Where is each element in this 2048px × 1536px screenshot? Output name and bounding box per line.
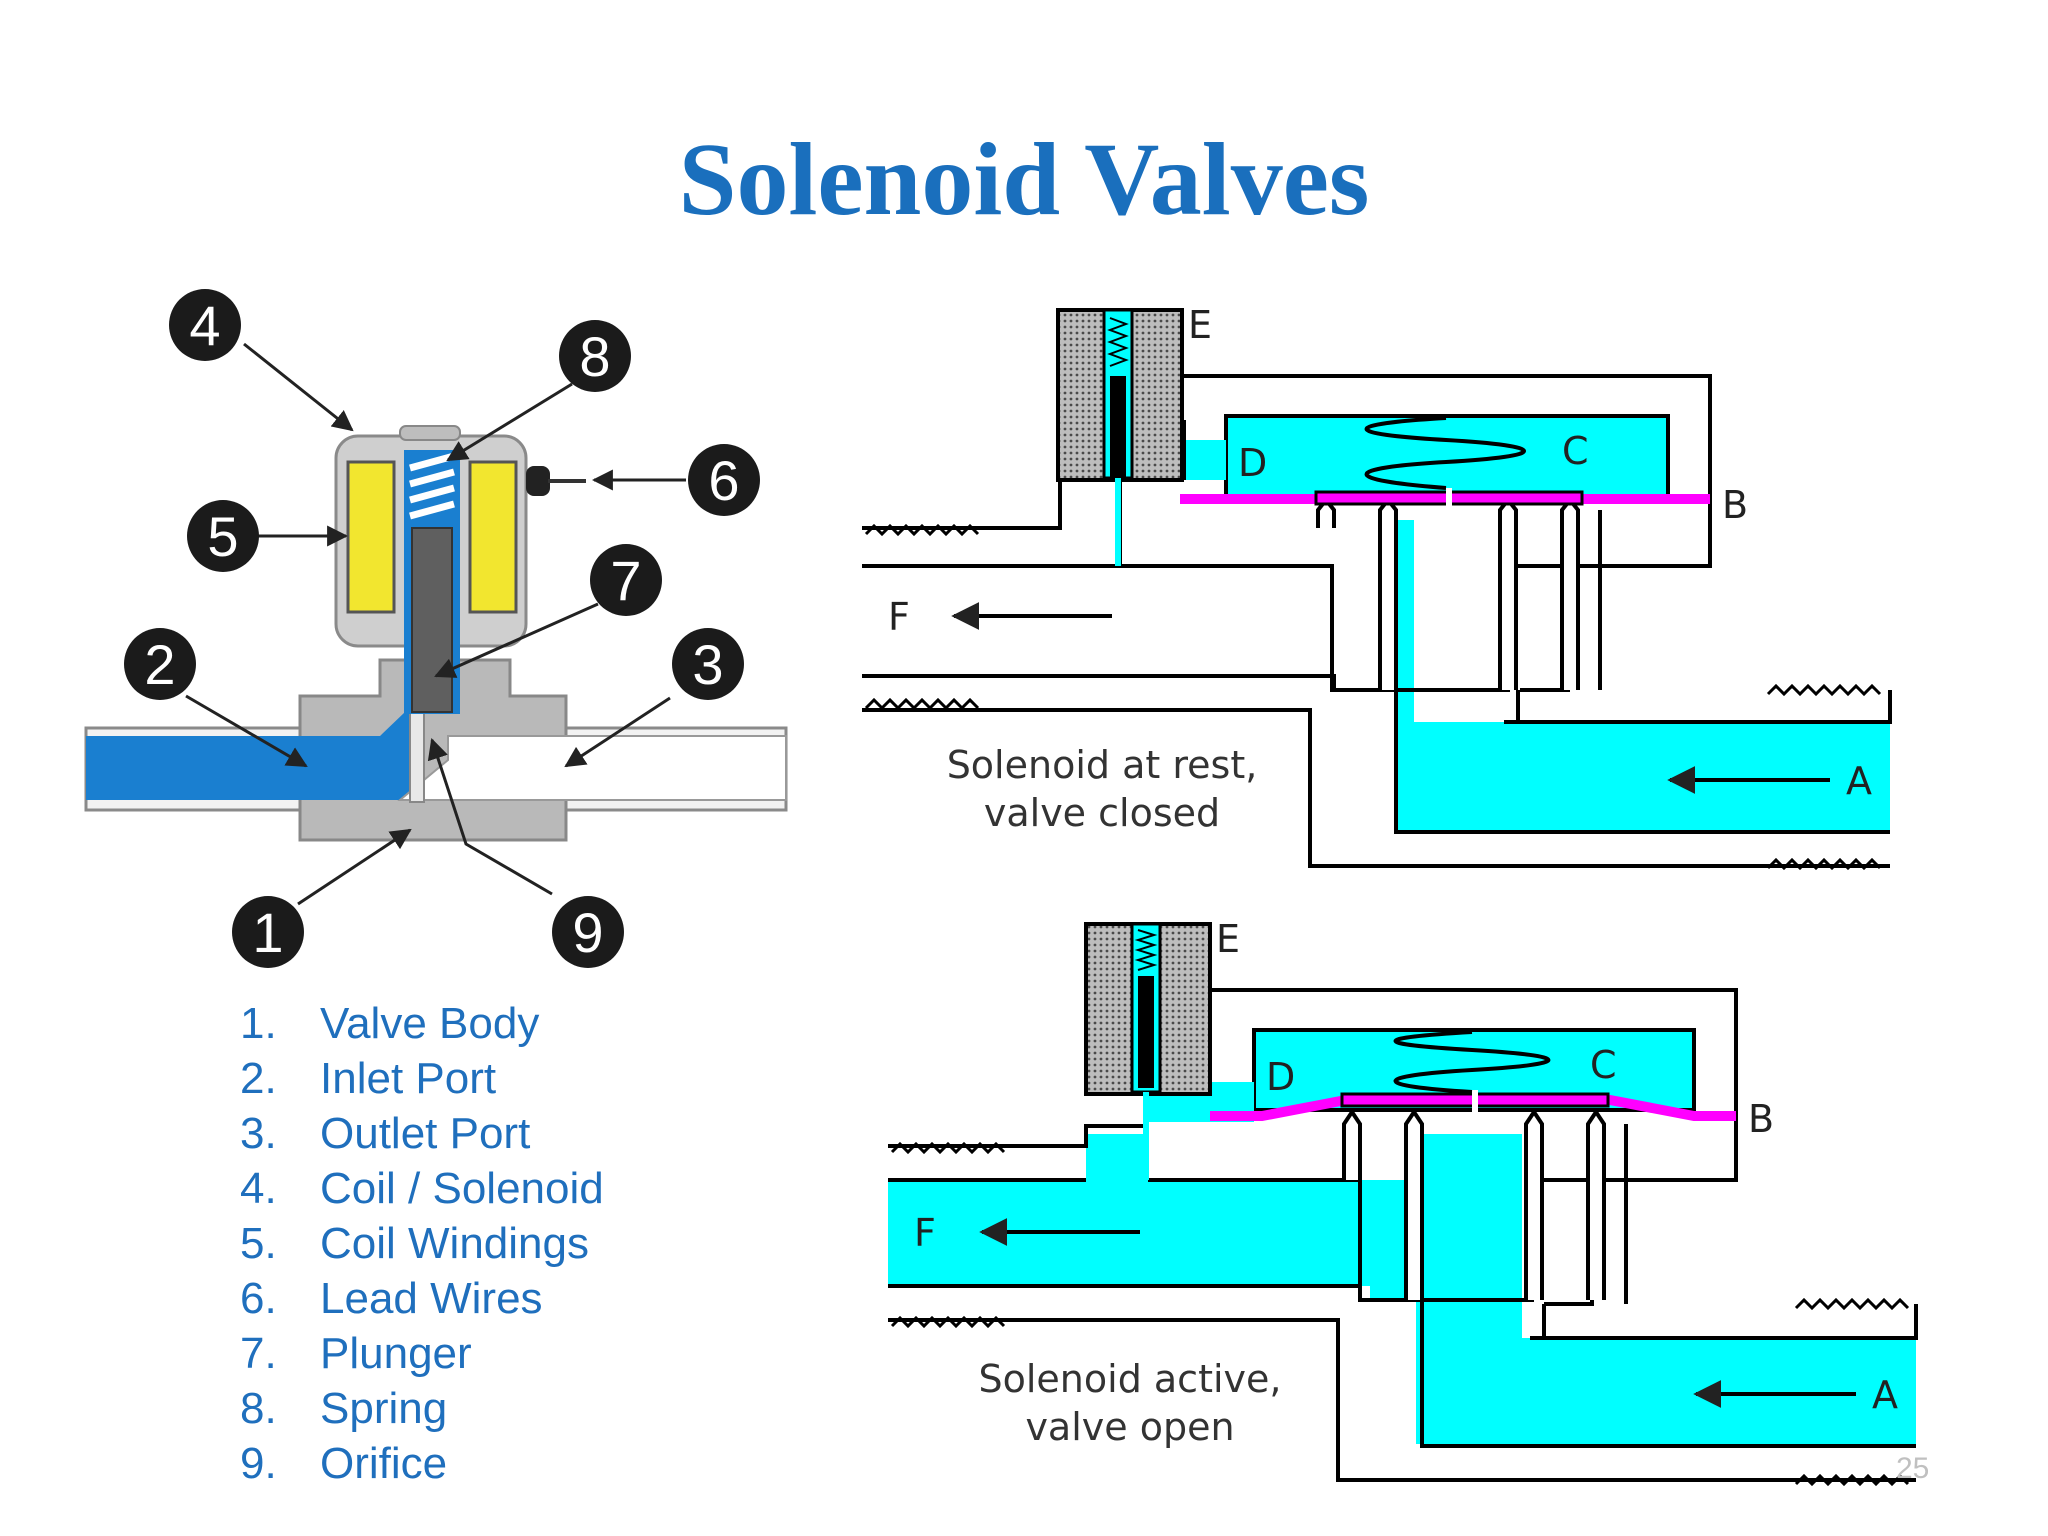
label-f-open: F [914,1211,936,1255]
legend-item: 8.Spring [240,1384,448,1433]
lead-wire-boot [526,466,550,496]
label-b-closed: B [1722,483,1748,527]
thread-right-top-open [1794,1297,1910,1311]
diaphragm-open [1210,1090,1736,1121]
diaphragm-closed [1180,488,1710,510]
svg-text:4: 4 [189,294,220,357]
legend-item: 6.Lead Wires [240,1274,543,1323]
thread-right-bottom-closed [1766,857,1882,871]
coil-winding-right [468,460,518,614]
legend-item: 9.Orifice [240,1439,448,1488]
callout-2: 2 [124,628,196,700]
parts-legend: 1.Valve Body 2.Inlet Port 3.Outlet Port … [240,996,604,1491]
label-c-open: C [1590,1043,1617,1087]
fluid-center-open [1416,1134,1522,1444]
callout-1: 1 [232,896,304,968]
legend-item: 7.Plunger [240,1329,472,1378]
label-a-open: A [1872,1373,1898,1417]
callout-8: 8 [559,320,631,392]
seat-posts-closed [1316,496,1580,690]
coil-winding-left [346,460,396,614]
label-c-closed: C [1562,429,1589,473]
upper-chamber-closed [1224,414,1670,498]
plunger-closed [1110,376,1126,478]
plunger [411,527,453,713]
svg-text:3: 3 [692,633,723,696]
label-e-closed: E [1188,303,1212,347]
thread-left-bottom-closed [864,697,980,711]
fluid-inlet-closed [1396,520,1890,832]
diagram-closed: E D C B F A Solenoid at rest, valve clos… [862,303,1892,871]
fluid-inlet-open [1422,1134,1916,1446]
caption-line2-open: valve open [1025,1405,1234,1449]
legend-item: 3.Outlet Port [240,1109,531,1158]
svg-text:7: 7 [610,549,641,612]
orifice [409,711,425,803]
thread-left-bottom-open [890,1315,1006,1329]
valve-cutaway [84,425,788,842]
inlet-fluid [86,712,422,800]
label-f-closed: F [888,595,910,639]
callout-4: 4 [169,289,241,361]
diaphragm-spring-closed [1364,416,1526,490]
fluid-outlet-open [888,1134,1416,1300]
label-e-open: E [1216,917,1240,961]
coil-neck [399,425,461,441]
caption-line2-closed: valve closed [984,791,1220,835]
thread-right-top-closed [1766,683,1882,697]
svg-text:8: 8 [579,325,610,388]
callout-7: 7 [590,544,662,616]
caption-line1-open: Solenoid active, [979,1357,1282,1401]
callout-3: 3 [672,628,744,700]
outlet-channel [397,735,787,801]
thread-right-bottom-open [1794,1473,1910,1487]
callout-bubbles: 4 8 5 6 7 2 3 1 9 [124,289,760,968]
label-b-open: B [1748,1097,1774,1141]
thread-left-top-open [890,1141,1006,1155]
callout-5: 5 [187,500,259,572]
label-d-open: D [1266,1055,1295,1099]
spring [409,452,455,520]
callout-arrows [185,342,686,906]
legend-item: 4.Coil / Solenoid [240,1164,604,1213]
label-a-closed: A [1846,759,1872,803]
spring-open [1134,929,1158,971]
diagram-open: E D C B F A Solenoid active, valve open [888,917,1918,1487]
thread-left-top-closed [864,523,980,537]
legend-item: 2.Inlet Port [240,1054,497,1103]
legend-item: 5.Coil Windings [240,1219,589,1268]
svg-text:2: 2 [144,633,175,696]
page-number: 25 [1896,1452,1930,1485]
callout-9: 9 [552,896,624,968]
seat-posts-open [1342,1108,1606,1300]
svg-text:5: 5 [207,505,238,568]
caption-line1-closed: Solenoid at rest, [947,743,1258,787]
diaphragm-spring-open [1393,1030,1551,1094]
svg-text:1: 1 [252,901,283,964]
plunger-open [1138,976,1154,1088]
label-d-closed: D [1238,441,1267,485]
svg-text:6: 6 [708,449,739,512]
spring-closed [1107,317,1129,367]
page-title: Solenoid Valves [678,122,1370,237]
svg-text:9: 9 [572,901,603,964]
callout-6: 6 [688,444,760,516]
legend-item: 1.Valve Body [240,999,540,1048]
